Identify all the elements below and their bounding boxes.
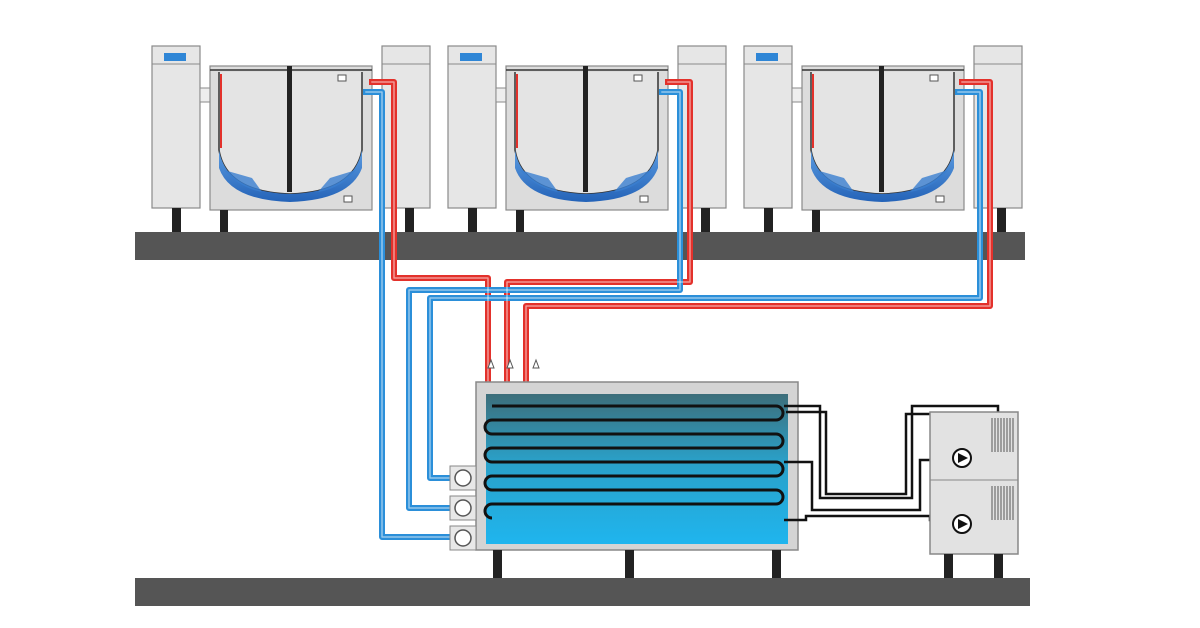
leg <box>701 208 710 232</box>
lower-floor-slab <box>135 578 1030 606</box>
agitator-shaft <box>287 66 292 192</box>
leg <box>220 210 228 232</box>
upper-floor-slab <box>135 232 1025 260</box>
valve-icon <box>343 195 353 203</box>
tilting-kettle-2 <box>447 45 727 232</box>
tilting-kettle-3 <box>743 45 1023 232</box>
valve-icon <box>449 465 477 491</box>
leg <box>172 208 181 232</box>
valve-icon <box>639 195 649 203</box>
leg <box>764 208 773 232</box>
leg <box>812 210 820 232</box>
leg <box>516 210 524 232</box>
service-cabinet <box>677 45 727 209</box>
coil-loop <box>492 432 785 450</box>
pump-icon <box>952 448 972 468</box>
coil-bend <box>483 502 493 520</box>
service-cabinet <box>381 45 431 209</box>
leg <box>405 208 414 232</box>
valve-icon <box>449 525 477 551</box>
piping-network <box>363 79 993 540</box>
chiller-leg <box>994 554 1003 578</box>
valve-icon <box>337 74 347 82</box>
control-cabinet <box>447 45 497 209</box>
valve-icon <box>935 195 945 203</box>
valve-group <box>449 465 477 551</box>
valve-icon <box>633 74 643 82</box>
tank-leg <box>493 550 502 578</box>
coil-loop <box>492 404 785 422</box>
coil-bend <box>483 418 493 436</box>
control-cabinet <box>151 45 201 209</box>
pump-icon <box>952 514 972 534</box>
control-display <box>756 53 778 61</box>
control-display <box>164 53 186 61</box>
coil-loop <box>492 488 785 506</box>
chiller-leg <box>944 554 953 578</box>
control-cabinet <box>743 45 793 209</box>
leg <box>997 208 1006 232</box>
coil-bend <box>483 446 493 464</box>
coil-loop <box>492 460 785 478</box>
tank-leg <box>772 550 781 578</box>
agitator-shaft <box>879 66 884 192</box>
coil-bend <box>483 474 493 492</box>
tilting-kettle-1 <box>151 45 431 232</box>
valve-icon <box>929 74 939 82</box>
control-display <box>460 53 482 61</box>
temperature-sensor-icon <box>487 358 540 369</box>
valve-icon <box>449 495 477 521</box>
tank-leg <box>625 550 634 578</box>
heat-exchanger-coil-icon <box>483 404 785 520</box>
agitator-shaft <box>583 66 588 192</box>
ice-bank-tank <box>475 381 799 578</box>
chiller-unit <box>929 411 1019 578</box>
kettle-units <box>151 45 1023 232</box>
leg <box>468 208 477 232</box>
